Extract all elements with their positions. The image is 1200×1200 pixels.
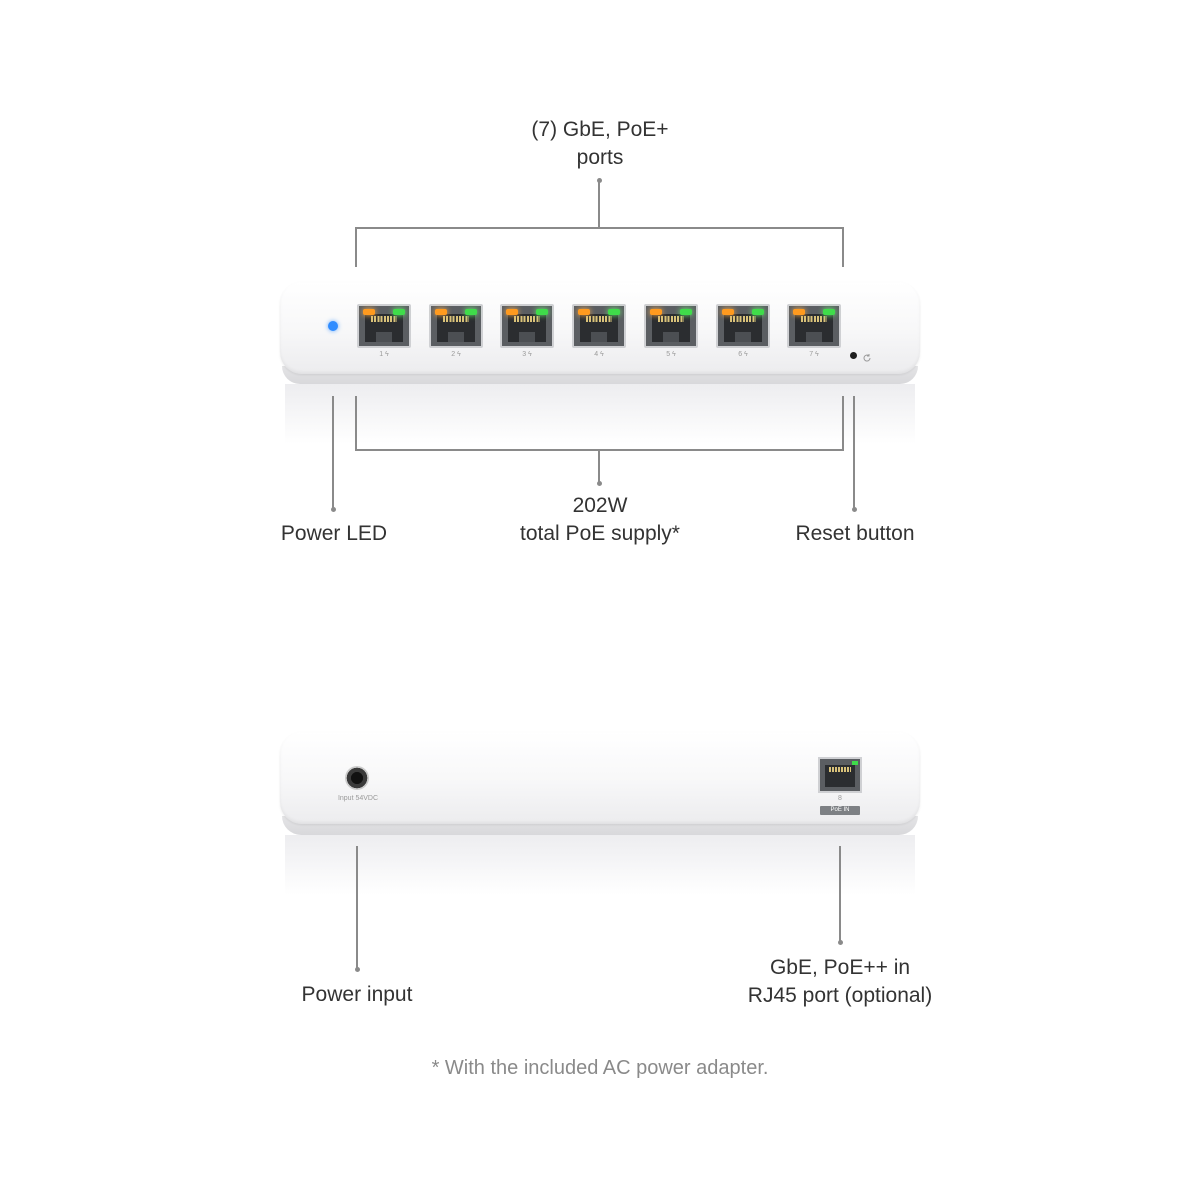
uplink-port-tag-text: PoE IN	[830, 807, 850, 813]
reset-button-label: Reset button	[795, 522, 915, 545]
port-number-label: 1 ϟ	[379, 351, 389, 358]
poe-port-6[interactable]	[716, 304, 770, 348]
port-activity-led-icon	[793, 309, 805, 315]
port-pins	[801, 316, 827, 322]
port-latch	[376, 332, 392, 342]
reset-button[interactable]	[850, 352, 857, 359]
poe-port-5[interactable]	[644, 304, 698, 348]
uplink-port-led-icon	[852, 761, 858, 765]
port-link-led-icon	[752, 309, 764, 315]
port-link-led-icon	[393, 309, 405, 315]
port-number-label: 3 ϟ	[522, 351, 532, 358]
port-activity-led-icon	[578, 309, 590, 315]
uplink-port-tag: PoE IN	[820, 806, 860, 815]
uplink-port-label: GbE, PoE++ in RJ45 port (optional)	[720, 954, 960, 1010]
ports-bracket-top	[355, 227, 844, 229]
poe-port-4[interactable]	[572, 304, 626, 348]
power-input-callout-stem	[356, 846, 358, 968]
power-jack-text: Input 54VDC	[337, 795, 379, 802]
port-link-led-icon	[823, 309, 835, 315]
power-jack-icon	[345, 766, 369, 790]
port-pins	[443, 316, 469, 322]
port-number-label: 4 ϟ	[594, 351, 604, 358]
ports-bracket-left	[355, 227, 357, 267]
port-number-label: 5 ϟ	[666, 351, 676, 358]
power-input-callout-dot	[355, 967, 360, 972]
uplink-port[interactable]	[818, 757, 862, 793]
uplink-label-line2: RJ45 port (optional)	[747, 984, 933, 1007]
poe-supply-label: 202W total PoE supply*	[470, 492, 730, 548]
power-led-label: Power LED	[280, 522, 388, 545]
poe-port-3[interactable]	[500, 304, 554, 348]
port-activity-led-icon	[506, 309, 518, 315]
power-led-callout-dot	[331, 507, 336, 512]
ports-callout-line2: ports	[576, 146, 624, 169]
poe-supply-line2: total PoE supply*	[520, 522, 680, 545]
port-number-label: 6 ϟ	[738, 351, 748, 358]
top-device-reflection	[285, 384, 915, 444]
bottom-device-reflection	[285, 835, 915, 895]
port-link-led-icon	[680, 309, 692, 315]
port-link-led-icon	[465, 309, 477, 315]
power-led-icon	[328, 321, 338, 331]
port-pins	[658, 316, 684, 322]
port-activity-led-icon	[363, 309, 375, 315]
port-activity-led-icon	[722, 309, 734, 315]
bottom-device-body	[280, 732, 920, 824]
port-link-led-icon	[536, 309, 548, 315]
reset-callout-stem	[853, 396, 855, 508]
port-pins	[730, 316, 756, 322]
port-latch	[591, 332, 607, 342]
port-latch	[448, 332, 464, 342]
port-pins	[586, 316, 612, 322]
poe-bracket-right	[842, 396, 844, 450]
ports-callout-line1: (7) GbE, PoE+	[531, 118, 669, 141]
uplink-port-number: 8	[838, 795, 842, 802]
uplink-callout-stem	[839, 846, 841, 941]
poe-bracket-left	[355, 396, 357, 450]
port-pins	[514, 316, 540, 322]
reset-callout-dot	[852, 507, 857, 512]
poe-port-1[interactable]	[357, 304, 411, 348]
footnote: * With the included AC power adapter.	[431, 1057, 769, 1079]
poe-callout-stem	[598, 449, 600, 482]
power-led-callout-stem	[332, 396, 334, 508]
ports-callout-stem	[598, 181, 600, 228]
poe-port-7[interactable]	[787, 304, 841, 348]
ports-callout-label: (7) GbE, PoE+ ports	[500, 116, 700, 172]
reset-icon	[862, 350, 872, 362]
uplink-callout-dot	[838, 940, 843, 945]
port-activity-led-icon	[650, 309, 662, 315]
power-input-label: Power input	[301, 983, 413, 1006]
ports-bracket-right	[842, 227, 844, 267]
port-latch	[806, 332, 822, 342]
uplink-label-line1: GbE, PoE++ in	[769, 956, 911, 979]
port-latch	[519, 332, 535, 342]
port-activity-led-icon	[435, 309, 447, 315]
poe-callout-dot	[597, 481, 602, 486]
port-latch	[663, 332, 679, 342]
poe-supply-line1: 202W	[572, 494, 628, 517]
port-number-label: 2 ϟ	[451, 351, 461, 358]
ports-callout-dot	[597, 178, 602, 183]
port-latch	[735, 332, 751, 342]
poe-port-2[interactable]	[429, 304, 483, 348]
port-link-led-icon	[608, 309, 620, 315]
uplink-port-pins	[829, 767, 851, 772]
port-pins	[371, 316, 397, 322]
port-number-label: 7 ϟ	[809, 351, 819, 358]
